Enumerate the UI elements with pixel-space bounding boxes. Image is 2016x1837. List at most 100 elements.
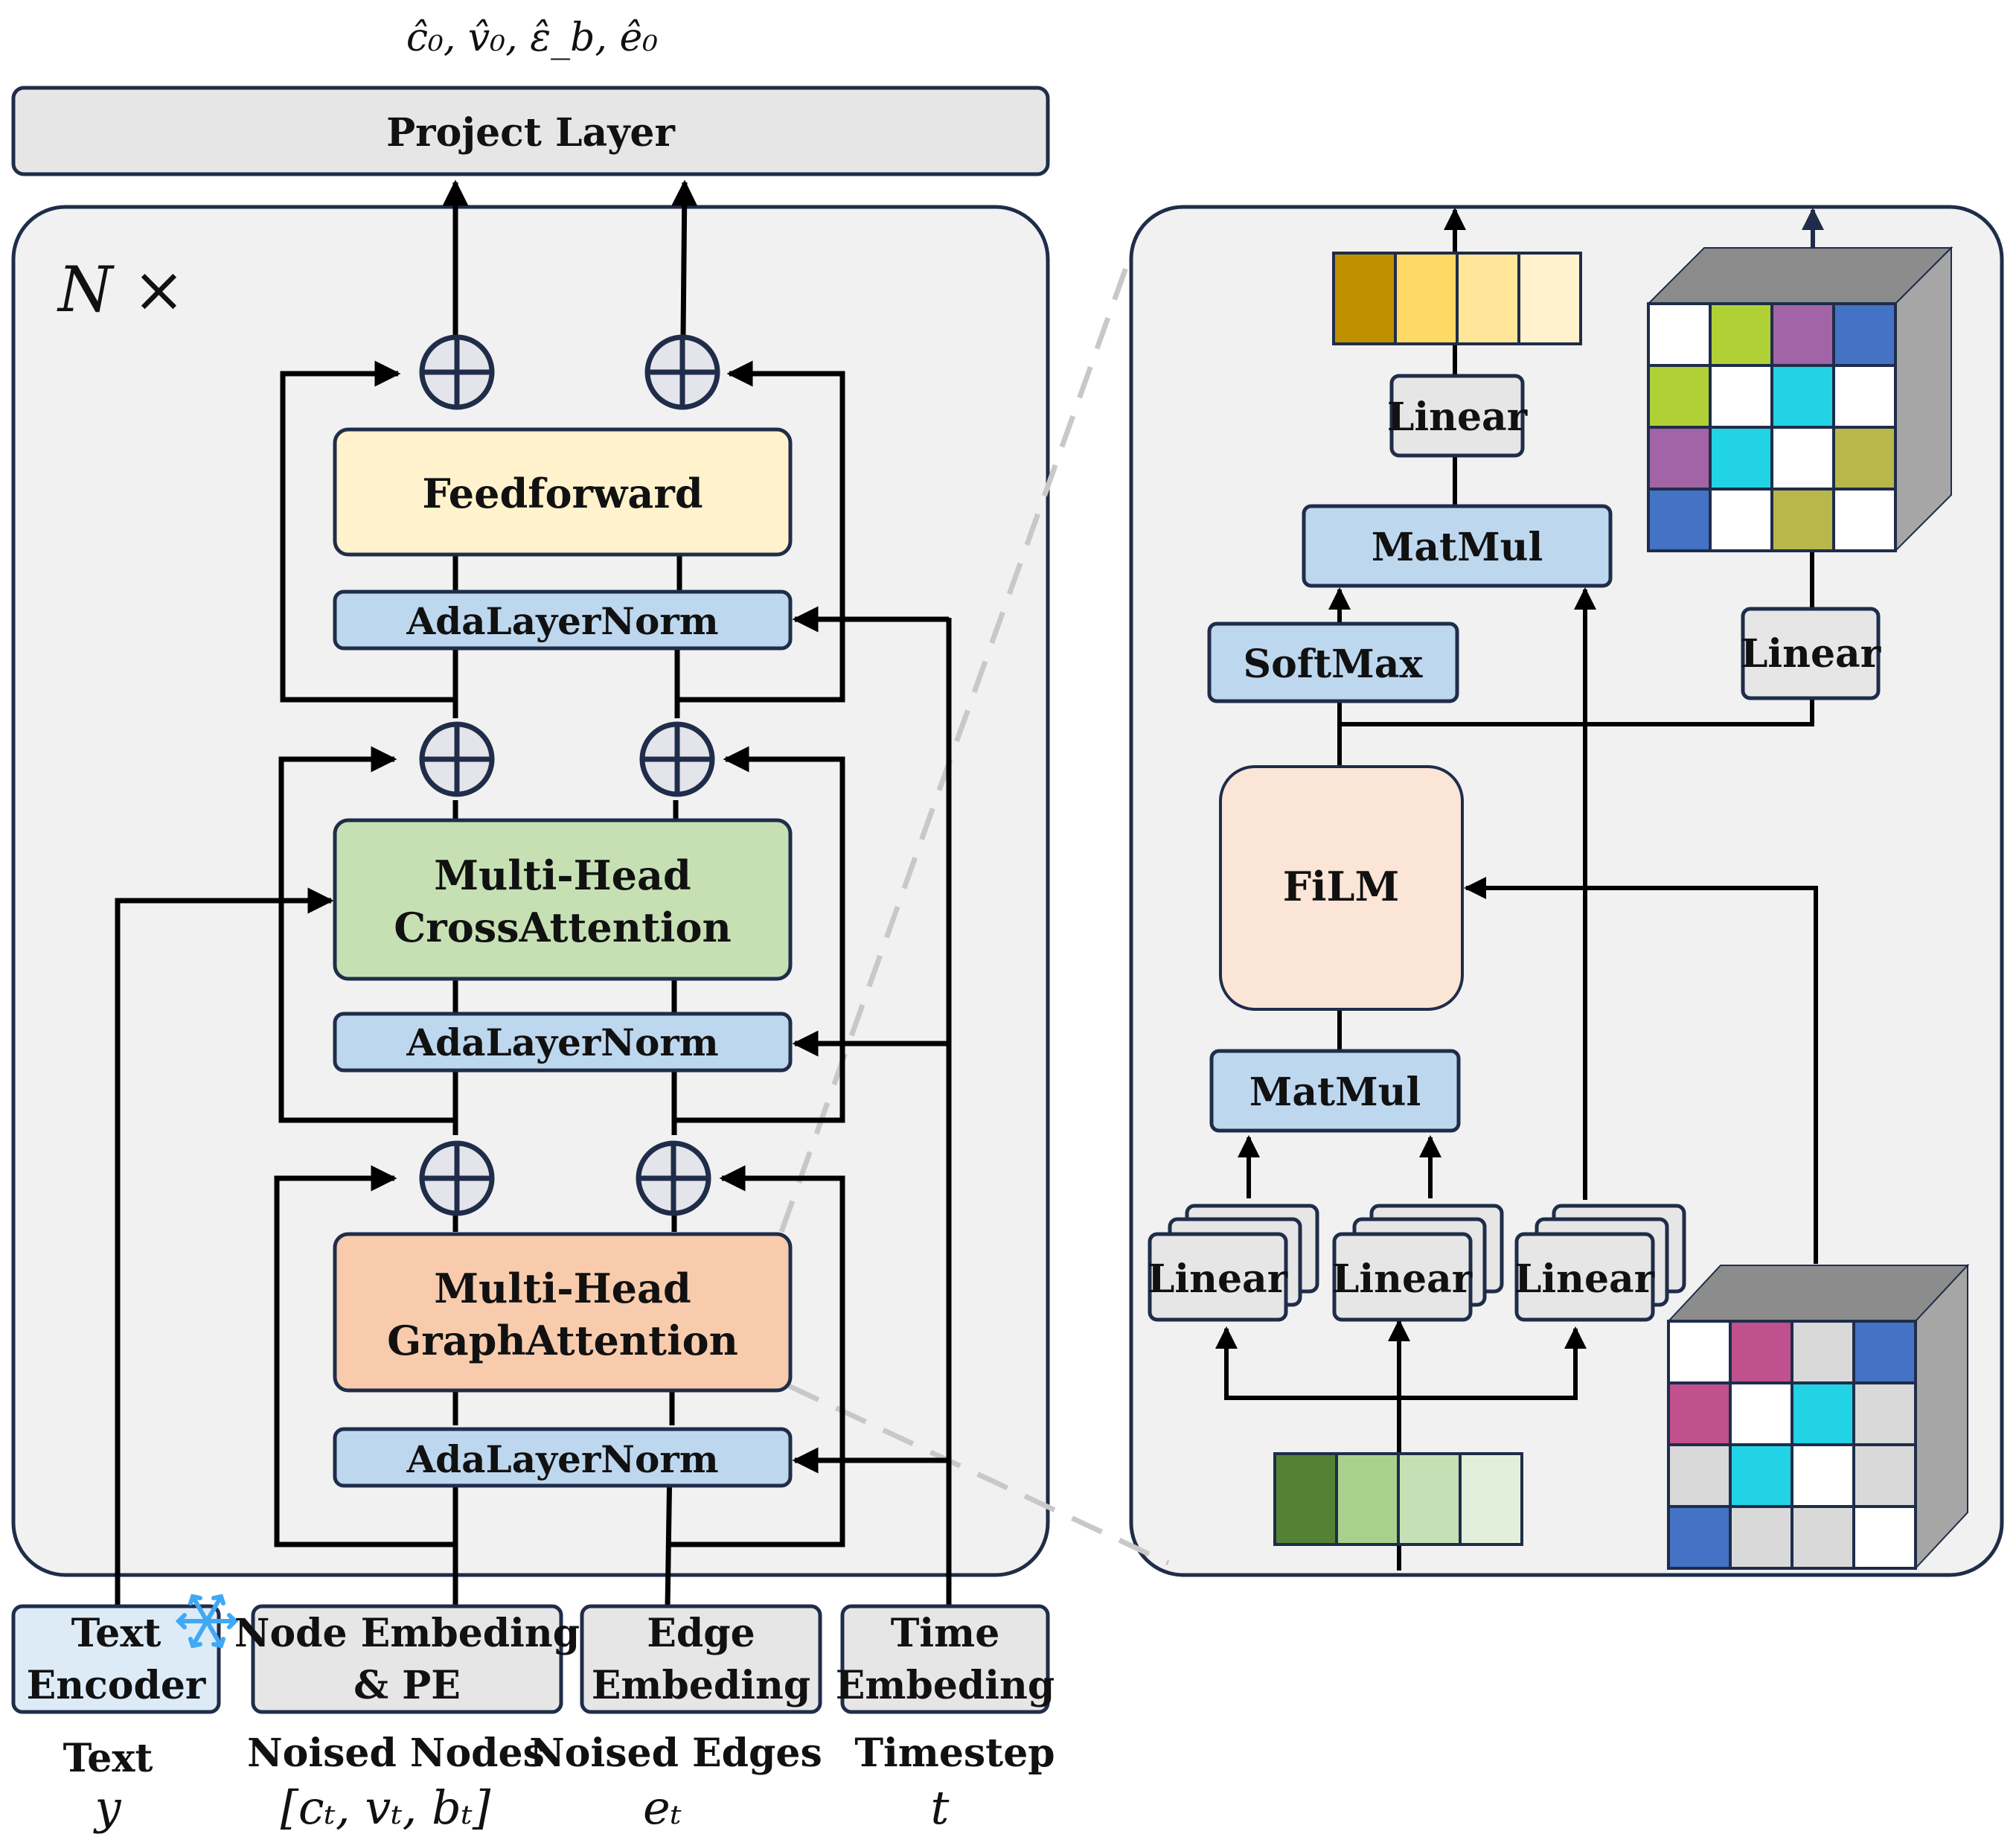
linear-output-label: Linear (1387, 394, 1528, 440)
linear-value-label: Linear (1514, 1256, 1655, 1302)
matrix-cell (1709, 302, 1773, 367)
circle-plus-icon (644, 334, 720, 410)
matrix-cell (1852, 1505, 1917, 1570)
time-embedding-label-line2: Embeding (836, 1663, 1055, 1708)
timestep-input-label: Timestep (854, 1731, 1055, 1776)
output-edge-matrix (1646, 246, 1953, 553)
matrix-cell (1709, 364, 1773, 429)
cross-attention-block (333, 818, 793, 981)
circle-plus-icon (419, 334, 495, 410)
matmul-bottom-box (1209, 1049, 1461, 1133)
matrix-cell (1729, 1381, 1793, 1446)
cross-attention-label-line1: Multi-Head (434, 852, 691, 899)
circle-plus-icon (419, 721, 495, 797)
circle-plus-icon (639, 721, 715, 797)
text-encoder-label-line2: Encoder (27, 1663, 206, 1708)
circle-plus-icon (419, 1140, 495, 1216)
edges-input-symbol: eₜ (643, 1780, 682, 1835)
vector-cell (1335, 1452, 1400, 1546)
timestep-input-symbol: t (931, 1780, 950, 1835)
cross-attention-label-line2: CrossAttention (394, 904, 731, 951)
matrix-cell (1729, 1320, 1793, 1384)
softmax-label: SoftMax (1244, 642, 1424, 687)
film-block (1219, 765, 1464, 1011)
matrix-cell (1647, 488, 1712, 552)
matrix-cell (1709, 488, 1773, 552)
nodes-input-symbol: [cₜ, vₜ, bₜ] (281, 1780, 491, 1835)
node-embedding-label-line1: Node Embeding (234, 1611, 580, 1656)
text-input-symbol: y (92, 1780, 121, 1835)
matrix-cell (1832, 364, 1897, 429)
matrix-cell (1791, 1443, 1855, 1508)
vector-cell (1394, 252, 1459, 345)
vector-cell (1332, 252, 1397, 345)
output-label: ĉ₀, v̂₀, ε̂_b, ê₀ (406, 16, 658, 60)
matrix-cell (1791, 1381, 1855, 1446)
adalayernorm-top-label: AdaLayerNorm (406, 599, 718, 643)
vector-cell (1459, 1452, 1523, 1546)
matrix-cell (1791, 1505, 1855, 1570)
zoom-line-top (778, 252, 1134, 1233)
matrix-cell (1770, 364, 1835, 429)
linear-query-label: Linear (1148, 1256, 1288, 1302)
adalayernorm-mid-label: AdaLayerNorm (406, 1020, 718, 1064)
time-embedding-box (840, 1604, 1050, 1714)
matrix-cell (1709, 426, 1773, 491)
nodes-input-label: Noised Nodes (247, 1731, 545, 1776)
matrix-cell (1852, 1381, 1917, 1446)
linear-key-stack: Linear (1332, 1204, 1504, 1322)
adalayernorm-mid (333, 1012, 793, 1073)
matrix-cell (1832, 426, 1897, 491)
matrix-cell (1647, 426, 1712, 491)
matrix-cell (1729, 1505, 1793, 1570)
edge-embedding-label-line1: Edge (647, 1611, 755, 1656)
feedforward-label: Feedforward (422, 470, 703, 517)
matrix-cell (1852, 1443, 1917, 1508)
matrix-cell (1647, 302, 1712, 367)
matrix-cell (1667, 1381, 1732, 1446)
matrix-cell (1770, 426, 1835, 491)
matrix-cell (1667, 1505, 1732, 1570)
matmul-top-box (1302, 504, 1613, 588)
matrix-cell (1852, 1320, 1917, 1384)
matrix-cell (1770, 302, 1835, 367)
matrix-cell (1667, 1320, 1732, 1384)
linear-edge-output-box (1741, 607, 1881, 700)
vector-cell (1273, 1452, 1338, 1546)
linear-key-label: Linear (1332, 1256, 1473, 1302)
input-node-vector (1273, 1452, 1523, 1546)
output-vector (1332, 252, 1582, 345)
matrix-cell (1729, 1443, 1793, 1508)
graph-attention-label-line1: Multi-Head (434, 1265, 691, 1312)
text-input-label: Text (63, 1736, 153, 1781)
project-layer-box (11, 86, 1050, 176)
linear-output-box (1389, 374, 1525, 458)
project-layer-label: Project Layer (386, 110, 675, 156)
matmul-top-label: MatMul (1372, 525, 1543, 570)
matrix-cell (1647, 364, 1712, 429)
linear-query-stack: Linear (1148, 1204, 1319, 1322)
node-embedding-label-line2: & PE (353, 1663, 461, 1708)
film-label: FiLM (1283, 863, 1400, 910)
snowflake-icon (175, 1594, 239, 1649)
linear-value-stack: Linear (1514, 1204, 1686, 1322)
vector-cell (1397, 1452, 1462, 1546)
edges-input-label: Noised Edges (529, 1731, 822, 1776)
graph-attention-block (333, 1232, 793, 1393)
text-encoder-label-line1: Text (71, 1611, 161, 1656)
text-encoder-box (11, 1604, 221, 1714)
repeat-label: N × (57, 253, 185, 326)
matrix-cell (1791, 1320, 1855, 1384)
circle-plus-icon (636, 1140, 711, 1216)
matrix-cell (1667, 1443, 1732, 1508)
node-embedding-box (251, 1604, 563, 1714)
linear-edge-output-label: Linear (1741, 631, 1881, 677)
edge-embedding-label-line2: Embeding (592, 1663, 810, 1708)
vector-cell (1517, 252, 1582, 345)
edge-embedding-box (580, 1604, 822, 1714)
vector-cell (1456, 252, 1520, 345)
adalayernorm-top (333, 590, 793, 651)
input-edge-matrix (1666, 1263, 1970, 1571)
matrix-cell (1832, 302, 1897, 367)
matrix-cell (1832, 488, 1897, 552)
